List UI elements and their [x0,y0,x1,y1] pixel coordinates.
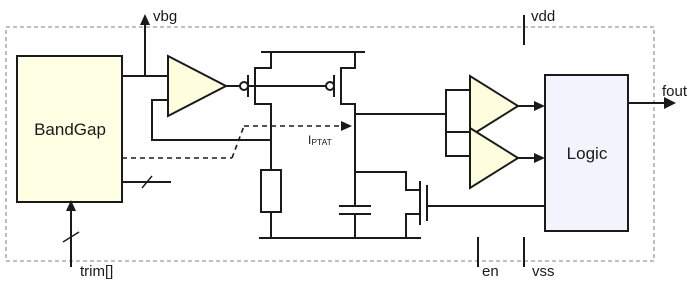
resistor [260,169,282,239]
vss-label: vss [532,263,555,280]
trim-bus [62,200,80,267]
bandgap-block [16,55,123,203]
vdd-label: vdd [531,8,555,25]
chip-boundary [5,26,655,262]
vbg-label: vbg [153,8,177,25]
fout-pin [627,97,676,109]
capacitor [339,205,371,239]
ramp-node-wire [354,89,471,157]
nmos-reset-switch [354,171,546,239]
fout-label: fout [662,83,688,100]
vbg-pin [121,14,169,77]
comparator-top [469,74,520,138]
amp-output-wire [225,81,249,91]
bandgap-label: BandGap [34,120,106,139]
comparator-bottom [469,126,520,190]
pmos-transistor-right [249,51,356,207]
pmos-transistor-left [247,51,272,171]
logic-block [544,74,629,232]
trim-label: trim[] [80,263,113,280]
comparator-output-wires [517,101,545,163]
bandgap-bus-output [121,175,171,189]
iptat-label: IPTAT [308,133,332,147]
error-amplifier [167,54,229,118]
logic-label: Logic [567,144,608,163]
iptat-current-path [122,121,352,159]
amp-feedback-wire [151,99,272,141]
en-label: en [482,263,499,280]
